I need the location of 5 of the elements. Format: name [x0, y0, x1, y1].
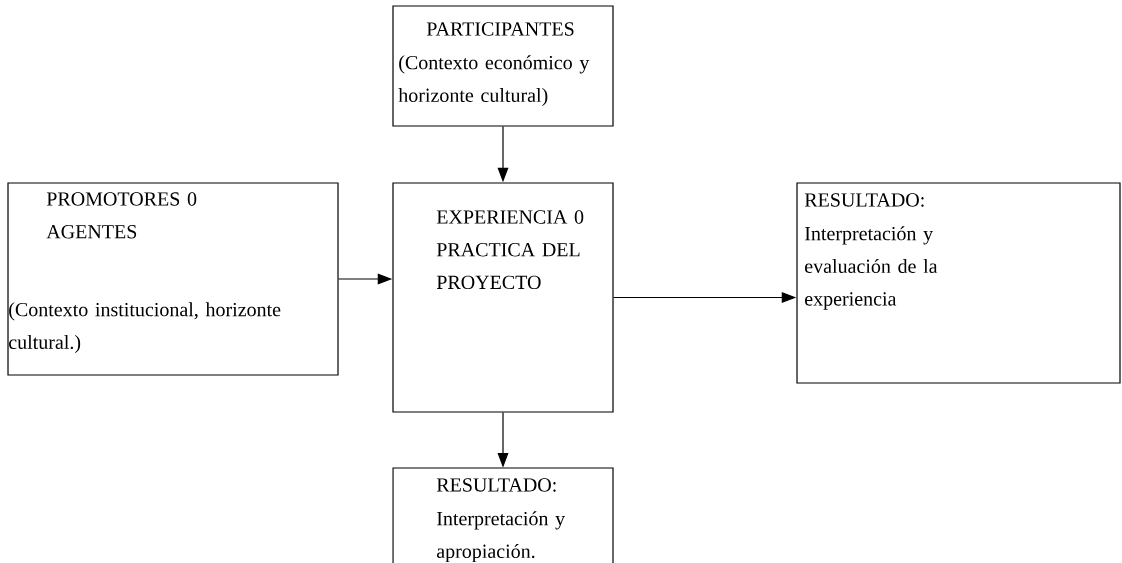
process-box: PROMOTORES 0 AGENTES (Contexto institucional, horizonte cultural.)	[7, 182, 339, 376]
process-box: RESULTADO: Interpretación y evaluación de la experiencia	[796, 182, 1121, 384]
process-box: PARTICIPANTES (Contexto económico y horizonte cultural)	[392, 5, 614, 127]
process-box: RESULTADO: Interpretación y apropiación.	[392, 467, 614, 563]
process-box: EXPERIENCIA 0 PRACTICA DEL PROYECTO	[392, 182, 614, 413]
